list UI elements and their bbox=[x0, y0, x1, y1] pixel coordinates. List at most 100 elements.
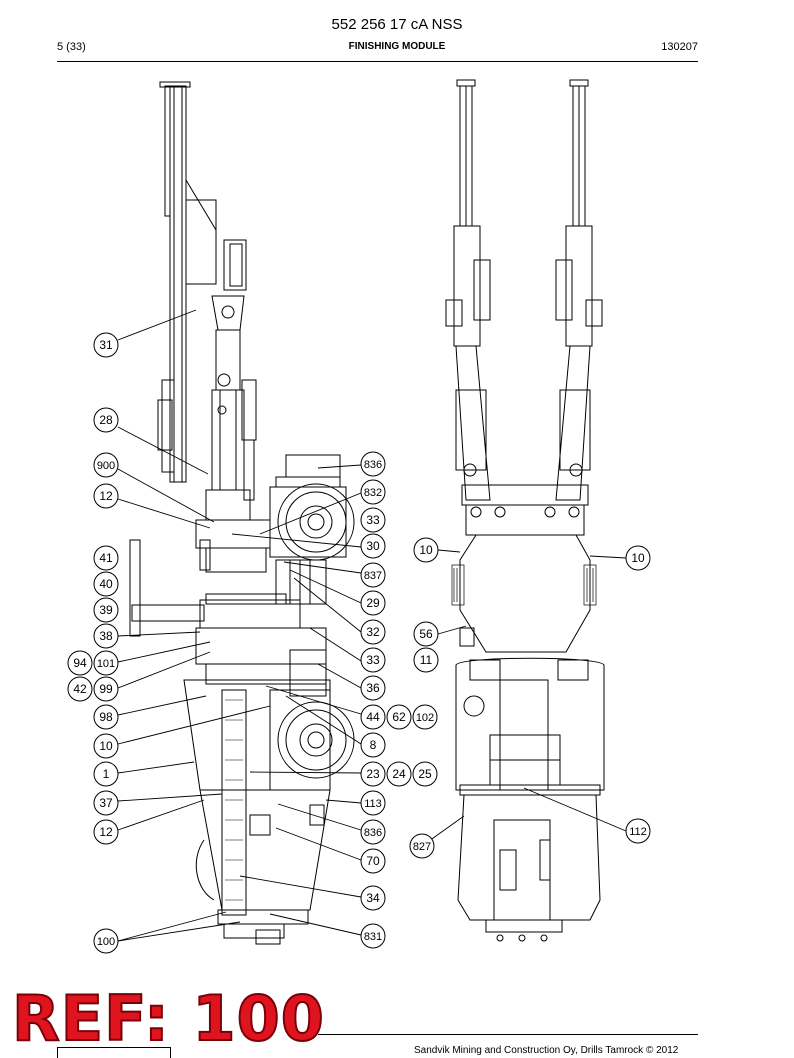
callout-28: 28 bbox=[93, 407, 119, 433]
callout-label: 94 bbox=[73, 656, 87, 670]
callout-33-lower: 33 bbox=[360, 647, 386, 673]
callout-label: 831 bbox=[364, 931, 382, 943]
callout-label: 33 bbox=[366, 513, 380, 527]
callout-label: 11 bbox=[420, 653, 433, 667]
callout-1: 1 bbox=[93, 761, 119, 787]
callout-44: 44 bbox=[360, 704, 386, 730]
callout-label: 101 bbox=[97, 658, 115, 670]
callout-label: 12 bbox=[99, 825, 113, 839]
callout-label: 1 bbox=[103, 767, 110, 781]
callout-836-lower: 836 bbox=[360, 819, 386, 845]
callout-94: 94 bbox=[67, 650, 93, 676]
callout-label: 40 bbox=[99, 577, 113, 591]
callout-label: 8 bbox=[370, 738, 377, 752]
callout-label: 37 bbox=[99, 796, 113, 810]
callout-label: 102 bbox=[416, 712, 434, 724]
callout-label: 837 bbox=[364, 570, 382, 582]
document-code: 130207 bbox=[661, 41, 698, 53]
callout-label: 38 bbox=[99, 629, 113, 643]
callout-23: 23 bbox=[360, 761, 386, 787]
callout-98: 98 bbox=[93, 704, 119, 730]
callout-label: 56 bbox=[419, 627, 433, 641]
reference-stamp: REF: 100 bbox=[11, 981, 325, 1056]
leader-lines bbox=[117, 309, 627, 942]
document-title: 552 256 17 cA NSS bbox=[331, 16, 463, 33]
callout-37: 37 bbox=[93, 790, 119, 816]
callout-10-right-b: 10 bbox=[625, 545, 651, 571]
callout-31: 31 bbox=[93, 332, 119, 358]
callout-label: 42 bbox=[73, 682, 87, 696]
footer-divider bbox=[318, 1034, 698, 1035]
callout-831: 831 bbox=[360, 923, 386, 949]
callout-33: 33 bbox=[360, 507, 386, 533]
callout-label: 99 bbox=[99, 682, 113, 696]
callout-24: 24 bbox=[386, 761, 412, 787]
callout-827: 827 bbox=[409, 833, 435, 859]
footer-copyright: Sandvik Mining and Construction Oy, Dril… bbox=[414, 1045, 679, 1056]
callout-label: 10 bbox=[99, 739, 113, 753]
side-view-drawing bbox=[129, 81, 355, 945]
callout-label: 32 bbox=[366, 625, 380, 639]
callout-70: 70 bbox=[360, 848, 386, 874]
callout-label: 832 bbox=[364, 487, 382, 499]
callout-41: 41 bbox=[93, 545, 119, 571]
callout-99: 99 bbox=[93, 676, 119, 702]
callout-label: 28 bbox=[99, 413, 113, 427]
callout-39: 39 bbox=[93, 597, 119, 623]
callout-62: 62 bbox=[386, 704, 412, 730]
callout-label: 827 bbox=[413, 841, 431, 853]
callout-label: 39 bbox=[99, 603, 113, 617]
callout-label: 23 bbox=[366, 767, 380, 781]
callout-112: 112 bbox=[625, 818, 651, 844]
callout-11: 11 bbox=[413, 647, 439, 673]
section-title: FINISHING MODULE bbox=[348, 41, 446, 52]
callout-10-right-a: 10 bbox=[413, 537, 439, 563]
callout-36: 36 bbox=[360, 675, 386, 701]
callout-label: 31 bbox=[99, 338, 113, 352]
callout-836: 836 bbox=[360, 451, 386, 477]
callout-32: 32 bbox=[360, 619, 386, 645]
callout-label: 836 bbox=[364, 459, 382, 471]
callout-837: 837 bbox=[360, 562, 386, 588]
callout-label: 10 bbox=[419, 543, 433, 557]
callout-8: 8 bbox=[360, 732, 386, 758]
callout-38: 38 bbox=[93, 623, 119, 649]
callout-113: 113 bbox=[360, 790, 386, 816]
callout-56: 56 bbox=[413, 621, 439, 647]
callout-832: 832 bbox=[360, 479, 386, 505]
callout-42: 42 bbox=[67, 676, 93, 702]
callout-40: 40 bbox=[93, 571, 119, 597]
callout-label: 24 bbox=[392, 767, 406, 781]
callout-101: 101 bbox=[93, 650, 119, 676]
callout-label: 12 bbox=[99, 489, 113, 503]
callout-100: 100 bbox=[93, 928, 119, 954]
callout-label: 112 bbox=[629, 826, 647, 838]
callout-label: 29 bbox=[366, 596, 380, 610]
callout-label: 34 bbox=[366, 891, 380, 905]
callout-label: 36 bbox=[366, 681, 380, 695]
callout-34: 34 bbox=[360, 885, 386, 911]
callout-label: 70 bbox=[366, 854, 380, 868]
callout-label: 30 bbox=[366, 539, 380, 553]
callout-29: 29 bbox=[360, 590, 386, 616]
callout-label: 10 bbox=[631, 551, 645, 565]
callout-label: 98 bbox=[99, 710, 113, 724]
callout-30: 30 bbox=[360, 533, 386, 559]
callout-label: 41 bbox=[99, 551, 113, 565]
callout-12-lower: 12 bbox=[93, 819, 119, 845]
callout-10: 10 bbox=[93, 733, 119, 759]
callout-102: 102 bbox=[412, 704, 438, 730]
page-number: 5 (33) bbox=[57, 41, 86, 53]
callout-25: 25 bbox=[412, 761, 438, 787]
callout-label: 113 bbox=[364, 798, 382, 810]
callout-label: 62 bbox=[392, 710, 406, 724]
callout-12: 12 bbox=[93, 483, 119, 509]
top-view-drawing bbox=[445, 79, 605, 942]
callout-label: 33 bbox=[366, 653, 380, 667]
header-divider bbox=[57, 61, 698, 62]
callout-label: 44 bbox=[366, 710, 380, 724]
callout-label: 900 bbox=[97, 460, 115, 472]
callout-label: 836 bbox=[364, 827, 382, 839]
callout-label: 100 bbox=[97, 936, 115, 948]
